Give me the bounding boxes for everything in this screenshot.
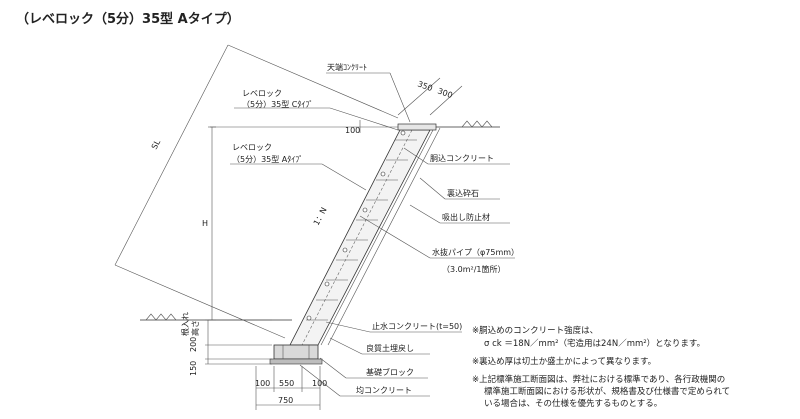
bottom-dims: 100 550 100 750 [255,366,327,410]
label-ryoshitsu: 良質土埋戻し [366,343,414,353]
label-tenbata: 天端ｺﾝｸﾘｰﾄ [327,62,367,72]
label-dogome: 胴込コンクリート [430,154,494,163]
callout-kiso: 基礎ブロック [319,357,428,379]
callout-dogome: 胴込コンクリート [403,147,510,165]
callout-tenbata: 天端ｺﾝｸﾘｰﾄ [326,62,411,123]
callout-main-block: レベロック （5分）35型 Aﾀｲﾌﾟ [230,143,367,191]
dim-200: 200 [189,337,198,352]
label-uragome: 裏込砕石 [447,188,479,198]
callout-uragome: 裏込砕石 [419,177,500,200]
top-width-dims: 350 300 [397,77,463,116]
dim-100-top: 100 [345,126,360,135]
dim-b550: 550 [279,379,294,388]
label-main-block-1: レベロック [232,143,272,152]
label-takasa: 高さ [190,320,200,336]
callout-shisui: 止水コンクリート(t=50) [325,321,462,333]
dim-150: 150 [189,361,198,376]
foundation [269,344,323,365]
label-shisui: 止水コンクリート(t=50) [372,321,462,331]
label-top-block-2: （5分）35型 Cﾀｲﾌﾟ [242,100,313,109]
sl-label: SL [150,138,163,151]
note-4: ※上記標準施工断面図は、弊社における標準であり、各行政機関の [472,374,725,385]
dim-b100-r: 100 [312,379,327,388]
label-top-block-1: レベロック [242,89,282,98]
slope-label: 1：N [312,206,329,227]
note-2: σ ck ＝18N／mm²（宅造用は24N／mm²）となります。 [484,338,705,349]
callout-pipe: 水抜パイプ（φ75mm） （3.0m²/1箇所） [359,215,519,274]
diagram-title: （レベロック（5分）35型 Aタイプ） [16,11,240,27]
left-dims: 200 150 根入れ 高さ [180,312,272,376]
callout-top-block: レベロック （5分）35型 Cﾀｲﾌﾟ [234,89,399,131]
dim-b750: 750 [278,396,293,405]
callout-suidashi: 吸出し防止材 [409,204,510,224]
dim-b100-l: 100 [255,379,270,388]
dim-300: 300 [436,86,453,100]
h-dimension: H [202,126,400,321]
note-1: ※胴込めのコンクリート強度は、 [472,325,598,336]
note-3: ※裏込め厚は切土か盛土かによって異なります。 [472,356,656,367]
label-main-block-2: （5分）35型 Aﾀｲﾌﾟ [232,155,303,164]
top-100-dim: 100 [345,120,361,135]
sl-dimension: SL [114,44,399,339]
note-5: 標準施工断面図における形状が、規格書及び仕様書で定められて [484,386,730,397]
ground-mark-bottom [140,313,292,321]
h-label: H [202,219,208,228]
label-pipe-2: （3.0m²/1箇所） [442,264,506,274]
label-nekire: 根入れ [180,312,190,336]
label-kiso: 基礎ブロック [366,367,414,377]
callout-ryoshitsu: 良質土埋戻し [329,337,430,355]
label-pipe-1: 水抜パイプ（φ75mm） [432,247,519,257]
label-suidashi: 吸出し防止材 [442,212,490,222]
notes: ※胴込めのコンクリート強度は、 σ ck ＝18N／mm²（宅造用は24N／mm… [472,325,730,409]
note-6: いる場合は、その仕様を優先するものとする。 [484,398,662,409]
label-kin: 均コンクリート [356,385,412,395]
